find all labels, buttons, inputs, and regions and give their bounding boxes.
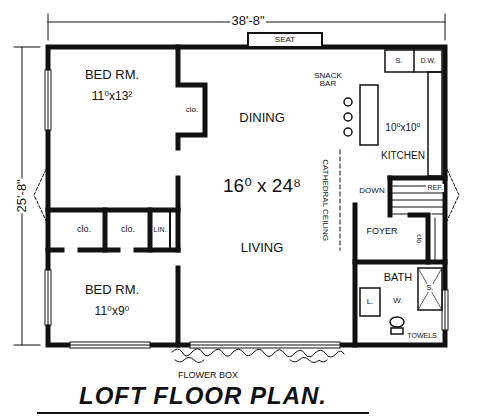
room-label: DOWN [358, 187, 385, 195]
room-label: L. [366, 298, 375, 306]
room-label: SNACK BAR [310, 72, 346, 89]
room-label: 10⁰x10⁰ [384, 123, 421, 134]
room-label: 25'-8" [15, 178, 29, 213]
room-label: BED RM. [84, 283, 140, 297]
room-label: S. [394, 57, 404, 65]
room-label: CATHEDRAL CEILING [321, 158, 329, 242]
room-label: FLOWER BOX [177, 371, 239, 380]
room-label: REF. [426, 184, 443, 191]
room-label: 38'-8" [230, 14, 265, 28]
room-label: 11⁰x9⁰ [94, 305, 131, 318]
room-label: LIVING [240, 241, 285, 255]
room-label: S. [425, 284, 435, 292]
room-label: DINING [238, 111, 286, 125]
room-label: clo. [120, 225, 136, 234]
room-label: clo. [415, 234, 422, 247]
room-label: SEAT [274, 36, 296, 44]
room-label: BED RM. [84, 68, 140, 82]
room-label: D.W. [419, 57, 436, 64]
room-label: TOWELS [406, 332, 437, 339]
room-label: clo. [76, 225, 92, 234]
room-label: KITCHEN [380, 151, 426, 162]
room-label: clo. [185, 106, 199, 114]
room-label: BATH [383, 272, 414, 284]
plan-title: LOFT FLOOR PLAN. [79, 382, 327, 410]
room-label: LIN. [153, 226, 168, 233]
room-label: W. [392, 297, 403, 305]
room-label: FOYER [365, 227, 398, 236]
room-label: 16⁰ x 24⁸ [222, 176, 302, 196]
room-label: 11⁰x13² [91, 90, 134, 103]
